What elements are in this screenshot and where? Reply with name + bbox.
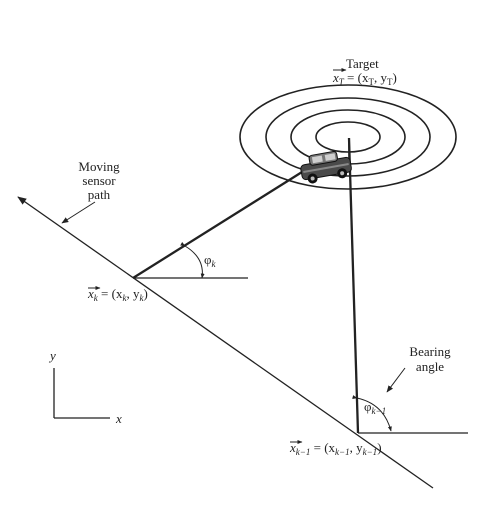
- sensor-path-line: [17, 196, 434, 489]
- target-label: Target xT = (xT, yT): [332, 56, 397, 87]
- coordinate-axes: y x: [48, 348, 122, 426]
- position-k-minus-1-equation: xk−1 = (xk−1, yk−1): [289, 440, 382, 457]
- target-ring-2: [290, 109, 406, 165]
- angle-arc-k-minus-1: [352, 395, 392, 432]
- target-ring-3: [265, 97, 431, 177]
- target-equation: xT = (xT, yT): [332, 70, 397, 87]
- sensor-path-label: Moving sensor path: [78, 159, 120, 202]
- position-k-label: xk = (xk, yk): [87, 286, 148, 303]
- bearing-angle-line2: angle: [416, 359, 444, 374]
- position-k-minus-1-label: xk−1 = (xk−1, yk−1): [289, 440, 382, 457]
- target-rings: [239, 84, 457, 190]
- phi-k-minus-1-label: φk−1: [364, 399, 386, 416]
- bearing-angle-label: Bearing angle: [409, 344, 451, 374]
- phi-k-label: φk: [204, 252, 217, 269]
- position-k-equation: xk = (xk, yk): [87, 286, 148, 303]
- x-axis-label: x: [115, 411, 122, 426]
- car-icon: [300, 150, 352, 184]
- sensor-path-line2: sensor: [82, 173, 116, 188]
- sensor-path-leader: [61, 201, 96, 224]
- angle-arc-k: [180, 241, 205, 279]
- target-ring-outer: [239, 84, 457, 190]
- bearing-line-k: [132, 166, 311, 279]
- bearing-line-k-minus-1: [347, 137, 360, 434]
- target-ring-inner: [315, 121, 381, 153]
- y-axis-label: y: [48, 348, 56, 363]
- target-title: Target: [346, 56, 379, 71]
- bearing-angle-line1: Bearing: [409, 344, 451, 359]
- bearing-angle-leader: [386, 367, 406, 393]
- sensor-path-line3: path: [88, 187, 111, 202]
- sensor-path-line1: Moving: [78, 159, 120, 174]
